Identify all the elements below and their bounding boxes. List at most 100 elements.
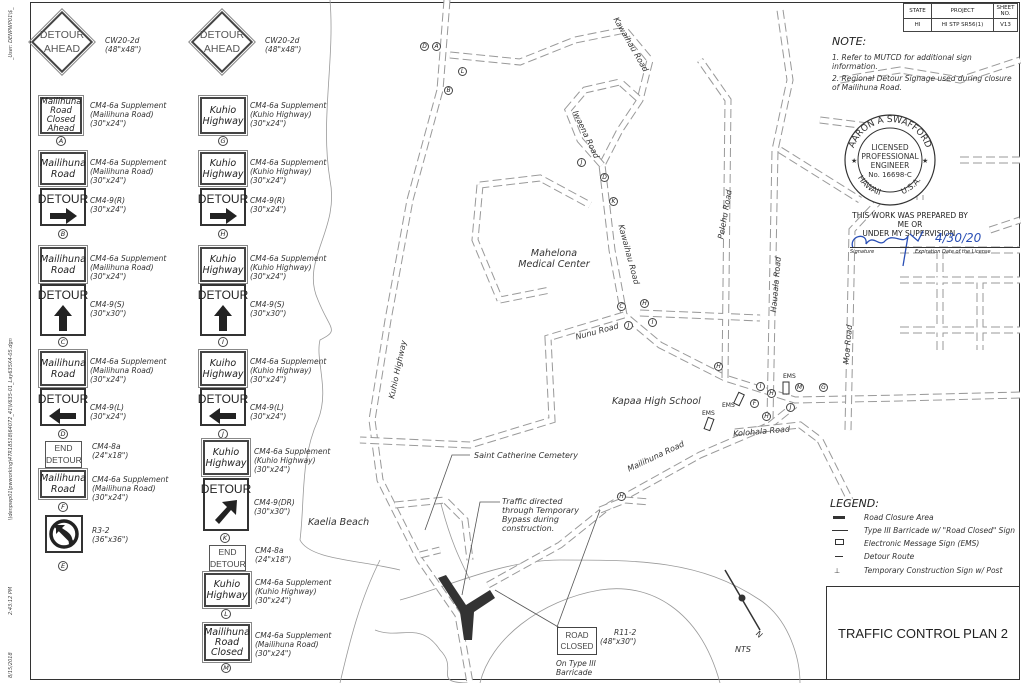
- t: (30"x24"): [250, 176, 287, 185]
- th-sheet: SHEET NO.: [993, 3, 1018, 19]
- t: CM4-6a Supplement: [90, 254, 167, 263]
- detour-left-sign: DETOUR: [198, 388, 248, 426]
- t: (30"x24"): [90, 205, 127, 214]
- t: CM4-8a: [92, 442, 121, 451]
- t: (Mailihuna Road): [90, 110, 154, 119]
- nts-label: NTS: [735, 645, 751, 654]
- t: DETOUR: [46, 455, 82, 465]
- t: CM4-9(S): [90, 300, 125, 309]
- seal-line2: PROFESSIONAL: [861, 152, 919, 161]
- map-marker: H: [714, 362, 723, 371]
- sign-spec: CM4-6a Supplement(Mailihuna Road)(30"x24…: [92, 475, 168, 502]
- t: (Mailihuna Road): [255, 640, 319, 649]
- arrow-right-icon: [50, 208, 77, 224]
- legend-title: LEGEND:: [830, 497, 879, 510]
- sign-id-d: D: [58, 429, 68, 439]
- t: Closed: [46, 114, 76, 125]
- t: Kuhio: [212, 446, 240, 458]
- arrow-diagonal-right-icon: [215, 500, 237, 524]
- t: CM4-9(R): [90, 196, 126, 205]
- t: (30"x24"): [92, 493, 129, 502]
- sign-spec: CM4-6a Supplement(Kuhio Highway)(30"x24"…: [255, 578, 331, 605]
- ems-symbol: [835, 539, 844, 545]
- callout-leaders: [424, 454, 601, 629]
- arrow-right-icon: [210, 208, 237, 224]
- place-kaelia-beach: Kaelia Beach: [308, 517, 370, 528]
- t: Kuhio: [209, 157, 237, 169]
- t: CM4-6a Supplement: [92, 475, 169, 484]
- map-marker: J: [577, 158, 586, 167]
- map-marker: C: [617, 302, 626, 311]
- t: CM4-6a Supplement: [90, 158, 167, 167]
- ems-signs: [703, 381, 790, 432]
- legend-item: Type III Barricade w/ "Road Closed" Sign: [864, 526, 1016, 535]
- t: (30"x24"): [90, 375, 127, 384]
- ems-label: EMS: [722, 402, 735, 409]
- sign-spec: CM4-9(R)(30"x24"): [90, 196, 126, 214]
- sign-spec: CM4-6a Supplement(Mailihuna Road)(30"x24…: [90, 357, 166, 384]
- t: CM4-9(DR): [254, 498, 295, 507]
- legend-item: Road Closure Area: [864, 513, 934, 522]
- place-kapaa-high: Kapaa High School: [612, 396, 701, 407]
- seal-number: No. 16698-C: [868, 171, 912, 179]
- detour-right-sign: DETOUR: [38, 188, 88, 226]
- detour-diagonal-right-sign: DETOUR: [201, 478, 251, 531]
- place-mahelona: Mahelona Medical Center: [518, 248, 590, 270]
- t: (48"x48"): [105, 45, 142, 54]
- sign-spec: CM4-9(L)(30"x24"): [250, 403, 286, 421]
- sign-spec: CM4-6a Supplement(Mailihuna Road)(30"x24…: [90, 101, 166, 128]
- detour-right-sign: DETOUR: [198, 188, 248, 226]
- note-2: 2. Regional Detour Signage used during c…: [832, 74, 1012, 92]
- t: Kuiho: [209, 357, 237, 369]
- sign-spec: CM4-9(S)(30"x30"): [250, 300, 286, 318]
- project-value: HI STP SR56(1): [931, 18, 994, 32]
- map-marker: H: [617, 492, 626, 501]
- t: CW20-2d: [265, 36, 300, 45]
- t: Road: [50, 105, 72, 116]
- t: END: [54, 443, 73, 453]
- road-closure-symbol: [833, 516, 845, 519]
- legend-item: Detour Route: [864, 552, 915, 561]
- detour-route-symbol: [835, 556, 843, 557]
- t: (30"x24"): [254, 465, 291, 474]
- t: (30"x24"): [250, 412, 287, 421]
- t: CM4-6a Supplement: [250, 357, 327, 366]
- road-closed-line2: CLOSED: [560, 642, 594, 651]
- map-marker: D: [420, 42, 429, 51]
- t: (30"x24"): [255, 649, 292, 658]
- t: (Kuhio Highway): [255, 587, 317, 596]
- sign-spec: CM4-6a Supplement(Kuhio Highway)(30"x24"…: [250, 101, 326, 128]
- t: CM4-9(S): [250, 300, 285, 309]
- sign-spec: CM4-6a Supplement(Kuhio Highway)(30"x24"…: [250, 357, 326, 384]
- bypass-callout: Traffic directed through Temporary Bypas…: [502, 497, 579, 533]
- t: (30"x30"): [250, 309, 287, 318]
- t: DETOUR: [199, 29, 245, 41]
- detour-straight-sign: DETOUR: [198, 284, 248, 336]
- signature: [851, 230, 924, 267]
- t: (30"x24"): [90, 176, 127, 185]
- sign-id-j: J: [218, 429, 228, 439]
- t: Ahead: [47, 123, 75, 134]
- t: (24"x18"): [255, 555, 292, 564]
- sign-id-f: F: [58, 502, 68, 512]
- sign-id-h: H: [218, 229, 228, 239]
- map-marker: L: [458, 67, 467, 76]
- svg-text:★: ★: [922, 157, 928, 165]
- map-marker: I: [756, 382, 765, 391]
- t: (30"x24"): [90, 119, 127, 128]
- t: DETOUR: [210, 559, 246, 569]
- map-marker: H: [767, 389, 776, 398]
- sign-spec: CM4-6a Supplement(Mailihuna Road)(30"x24…: [90, 254, 166, 281]
- t: (Mailihuna Road): [90, 366, 154, 375]
- r11-size: (48"x30"): [600, 637, 637, 646]
- t: R3-2: [92, 526, 110, 535]
- seal-line1: LICENSED: [871, 143, 908, 152]
- t: (30"x24"): [250, 205, 287, 214]
